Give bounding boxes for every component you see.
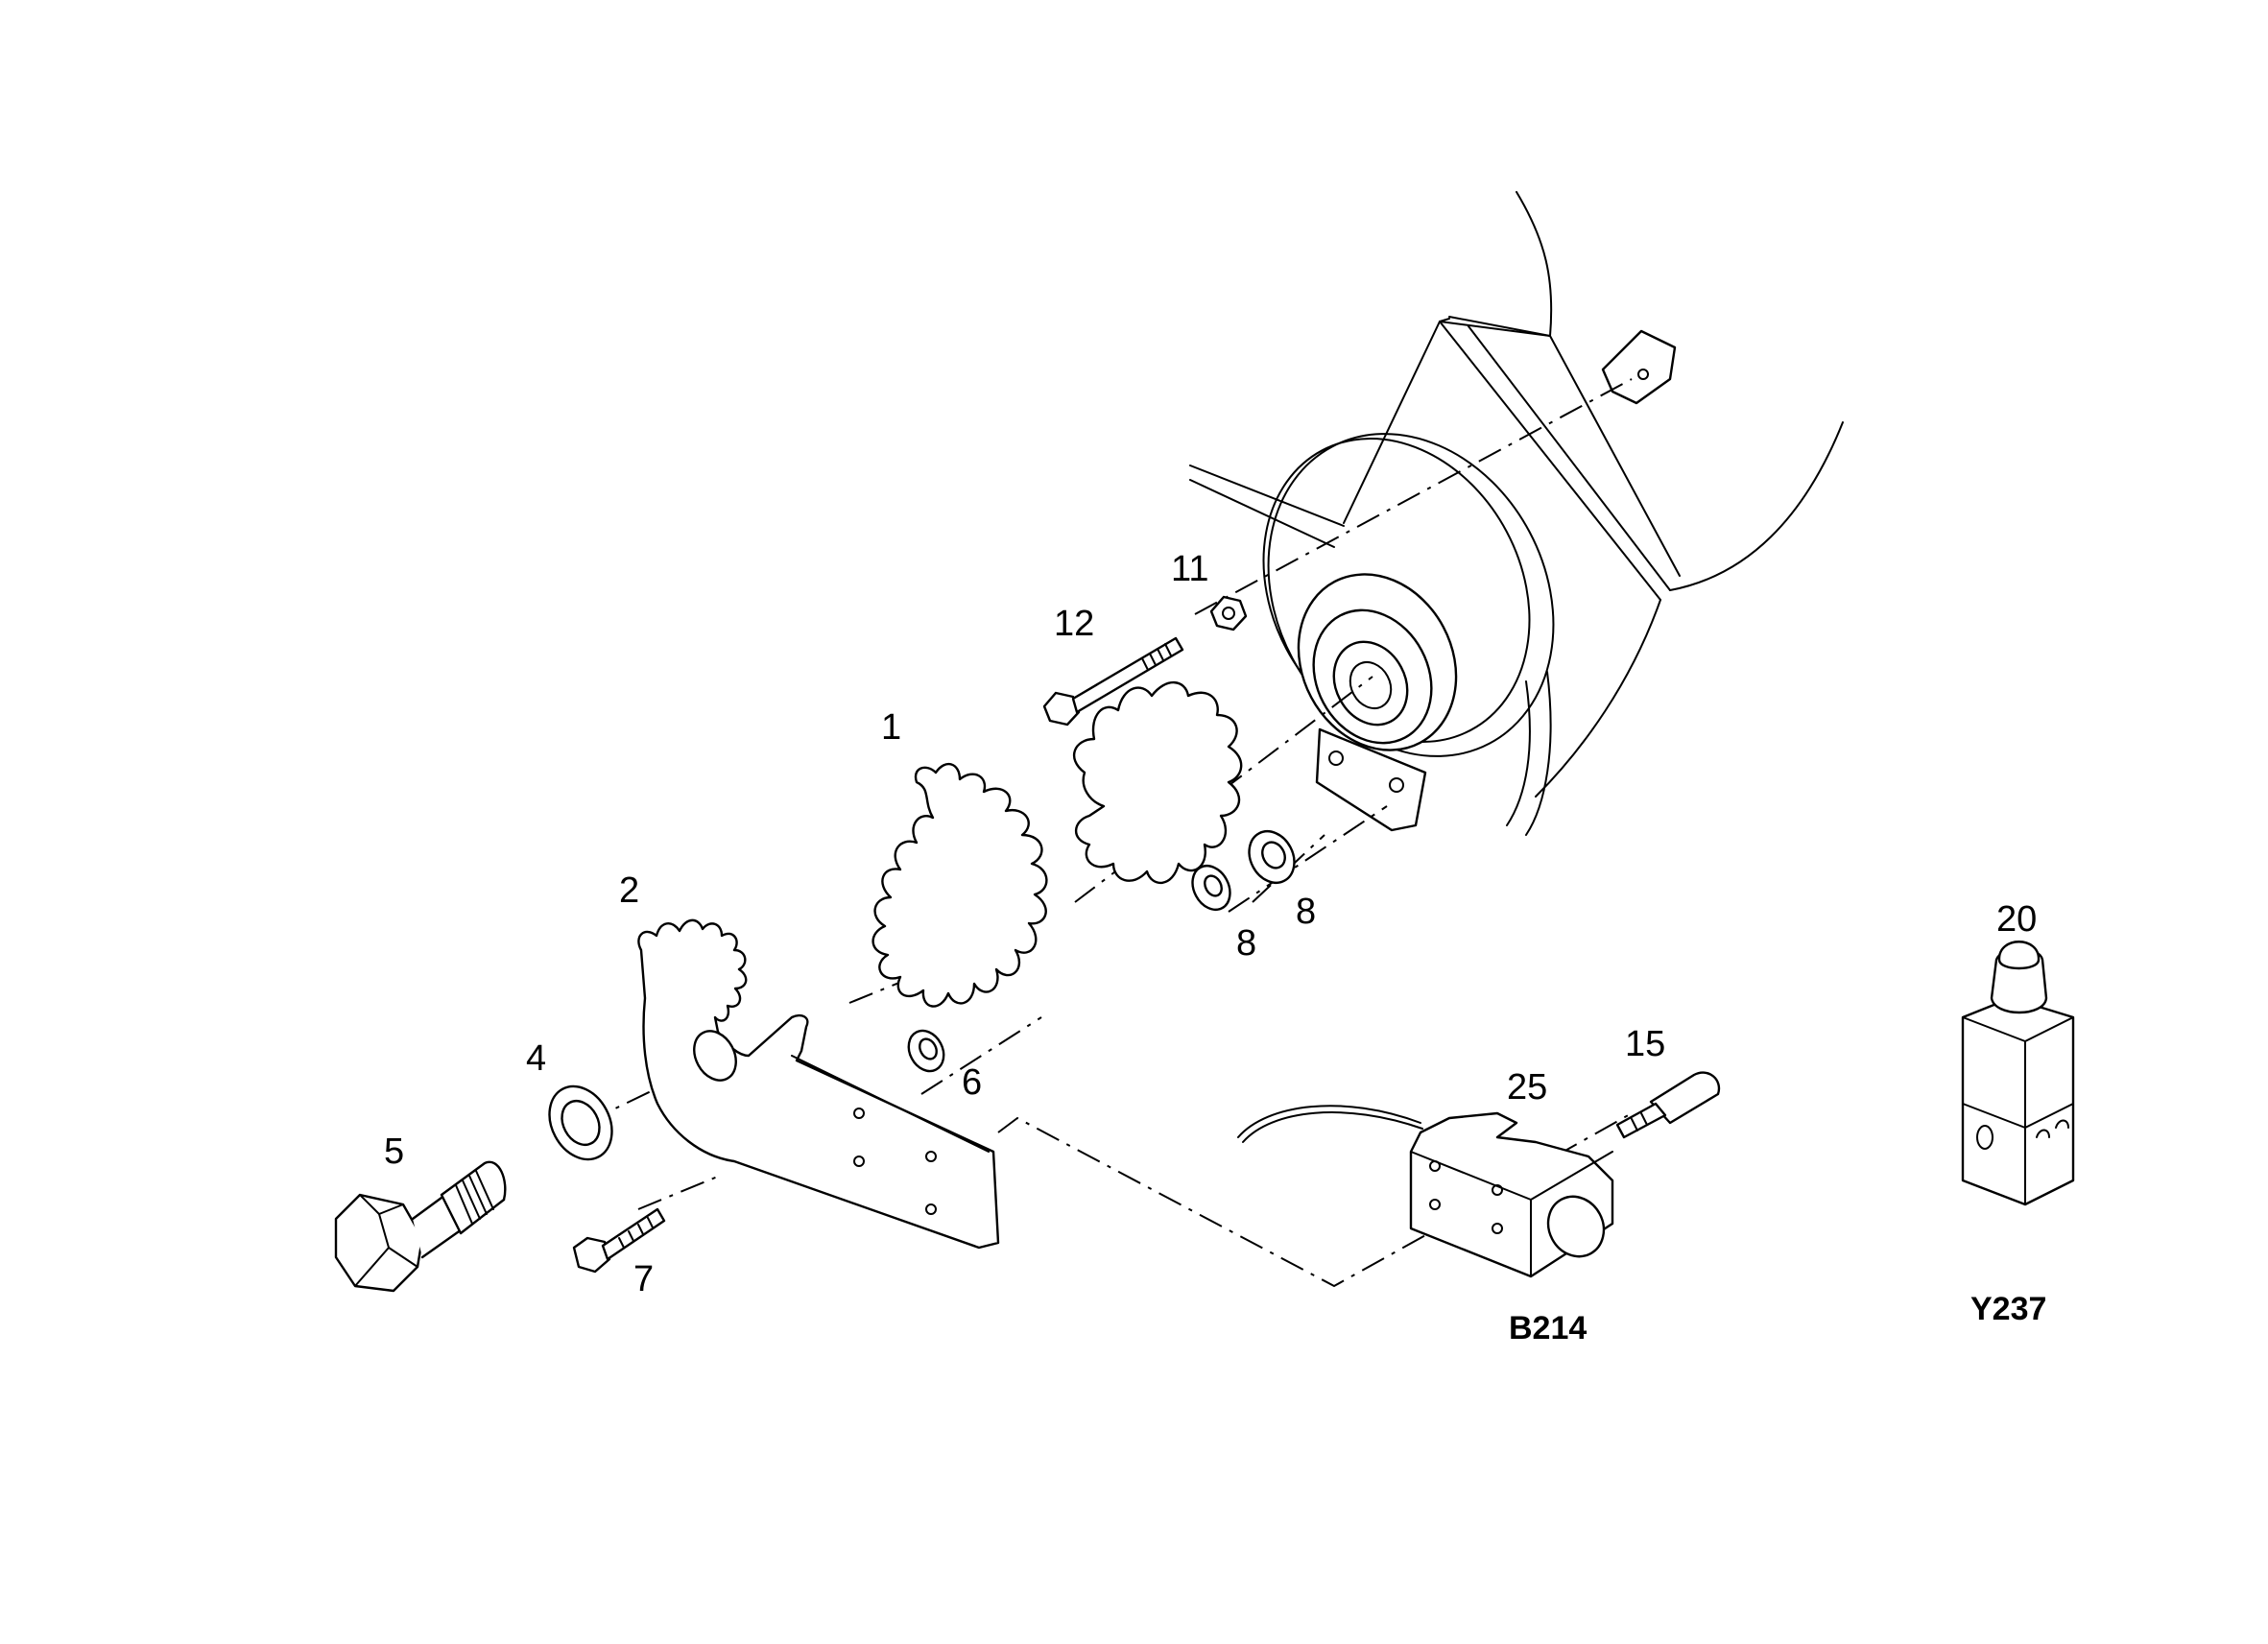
component-codes: B214 Y237: [1509, 1291, 2046, 1346]
part-15-screw: [1615, 1071, 1721, 1139]
part-5-hex-bolt: [334, 1160, 507, 1293]
callout-8a: 8: [1236, 923, 1256, 964]
machine-arm-housing: [1189, 191, 1844, 836]
callout-4: 4: [526, 1038, 546, 1079]
part-25-sensor: [1237, 1105, 1614, 1278]
part-20-valve: [1961, 941, 2075, 1206]
callout-1: 1: [881, 707, 901, 748]
callouts: 1 2 4 5 6 7 8 8 11 12 15 20 25: [384, 549, 2037, 1299]
callout-8b: 8: [1296, 892, 1316, 932]
sensor-code-label: B214: [1509, 1310, 1587, 1346]
toothed-wheel-teeth: [871, 762, 1048, 1008]
part-11-hex-nut: [1209, 595, 1248, 631]
part-4-washer: [548, 1084, 613, 1161]
callout-12: 12: [1054, 604, 1094, 644]
part-7-screw: [572, 1207, 666, 1274]
callout-5: 5: [384, 1132, 404, 1172]
callout-15: 15: [1625, 1024, 1665, 1064]
callout-25: 25: [1507, 1067, 1547, 1108]
callout-6: 6: [962, 1062, 982, 1103]
toothed-wheel-outline: [1073, 680, 1243, 885]
valve-code-label: Y237: [1970, 1291, 2046, 1327]
callout-2: 2: [619, 870, 639, 911]
callout-20: 20: [1996, 899, 2037, 940]
part-6-washer: [907, 1029, 945, 1073]
bracket-bore: [693, 1030, 737, 1082]
callout-11: 11: [1171, 549, 1208, 589]
callout-7: 7: [633, 1259, 654, 1299]
part-1-toothed-wheel: [871, 680, 1243, 1008]
part-8-washer-b: [1248, 830, 1296, 884]
part-8-washer-a: [1191, 864, 1231, 912]
part-2-toothed-bracket: [637, 918, 1000, 1250]
part-12-long-bolt: [1042, 636, 1184, 727]
